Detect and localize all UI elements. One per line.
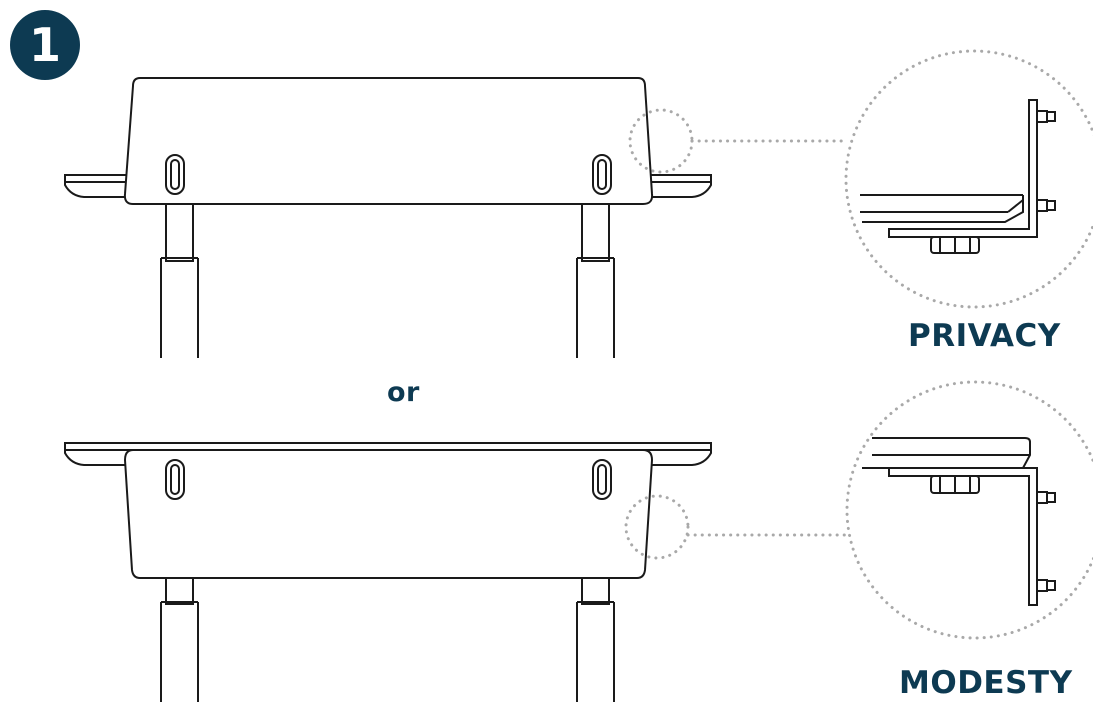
desk-leg-left (160, 202, 199, 358)
panel-slot-right (592, 154, 612, 195)
or-label: or (387, 377, 420, 408)
privacy-panel (123, 77, 654, 205)
privacy-bracket-detail (860, 99, 1056, 254)
l-bracket (888, 99, 1038, 238)
panel-slot-right-lower (592, 459, 612, 500)
knob-lower (930, 475, 980, 494)
modesty-desk-illustration (64, 442, 712, 702)
modesty-panel (123, 449, 654, 579)
l-bracket-lower (888, 467, 1038, 606)
desk-leg-left-lower (160, 577, 199, 702)
modesty-bracket-detail (862, 437, 1056, 606)
bolt-lower-lower (1036, 579, 1056, 592)
detail-zoom-circle-lower (845, 380, 1093, 640)
knob (930, 236, 980, 254)
modesty-label: MODESTY (899, 665, 1073, 701)
step-number-badge: 1 (10, 10, 80, 80)
modesty-detail-callout (624, 380, 1093, 640)
privacy-desk-illustration (64, 77, 712, 358)
panel-slot-left (165, 154, 185, 195)
panel-slot-left-lower (165, 459, 185, 500)
bolt-lower (1036, 199, 1056, 212)
bolt-upper-lower (1036, 491, 1056, 504)
step-number: 1 (28, 18, 61, 72)
detail-source-circle-lower (624, 494, 690, 560)
bolt-upper (1036, 110, 1056, 123)
privacy-label: PRIVACY (908, 318, 1061, 354)
privacy-detail-callout (628, 49, 1093, 309)
detail-zoom-circle (844, 49, 1093, 309)
desk-leg-right (576, 202, 615, 358)
desk-leg-right-lower (576, 577, 615, 702)
